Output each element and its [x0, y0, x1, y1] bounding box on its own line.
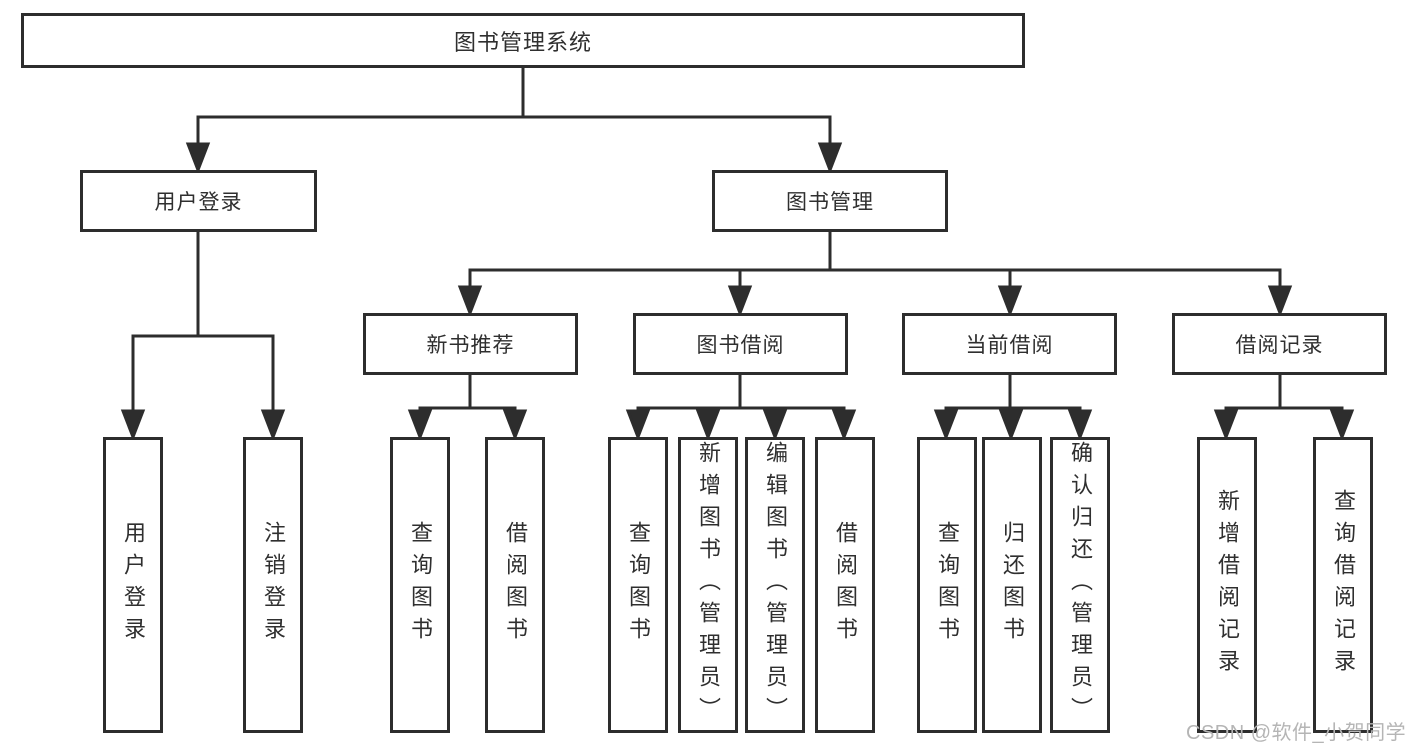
- leaf-query-borrow-record: 查询借阅记录: [1313, 437, 1373, 733]
- arrowhead-down-icon: [762, 409, 788, 442]
- node-label: 借阅记录: [1235, 334, 1324, 357]
- node-label: 用户登录: [154, 191, 243, 214]
- node-borrowing-records: 借阅记录: [1172, 313, 1387, 375]
- node-label: 归还图书: [1000, 521, 1025, 649]
- arrowhead-down-icon: [695, 409, 721, 442]
- node-label: 查询借阅记录: [1331, 489, 1356, 681]
- arrowhead-down-icon: [1329, 409, 1355, 442]
- node-label: 查询图书: [408, 521, 433, 649]
- arrowhead-down-icon: [120, 409, 146, 442]
- node-label: 当前借阅: [965, 334, 1054, 357]
- arrowhead-down-icon: [407, 409, 433, 442]
- arrowhead-down-icon: [1213, 409, 1239, 442]
- node-library-management-system: 图书管理系统: [21, 13, 1025, 68]
- connector-borrow-records-to-leaves: [1213, 375, 1355, 442]
- connector-new-book-to-leaves: [407, 375, 528, 442]
- connector-book-borrow-to-leaves: [625, 375, 857, 442]
- arrowhead-down-icon: [998, 409, 1024, 442]
- arrowhead-down-icon: [997, 285, 1023, 318]
- leaf-return-book: 归还图书: [982, 437, 1042, 733]
- node-label: 注销登录: [261, 521, 286, 649]
- leaf-borrow-books: 借阅图书: [815, 437, 875, 733]
- connector-user-login-to-leaves: [120, 232, 286, 442]
- node-book-borrowing: 图书借阅: [633, 313, 848, 375]
- node-label: 新增图书（管理员）: [696, 441, 721, 729]
- leaf-edit-book-admin: 编辑图书（管理员）: [745, 437, 805, 733]
- leaf-add-borrow-record: 新增借阅记录: [1197, 437, 1257, 733]
- arrowhead-down-icon: [817, 142, 843, 175]
- node-label: 图书管理系统: [453, 29, 592, 55]
- connector-book-management-to-level3: [457, 232, 1293, 318]
- leaf-query-books-current: 查询图书: [917, 437, 977, 733]
- node-label: 用户登录: [121, 521, 146, 649]
- node-user-login: 用户登录: [80, 170, 317, 232]
- arrowhead-down-icon: [831, 409, 857, 442]
- arrowhead-down-icon: [1067, 409, 1093, 442]
- node-label: 图书借阅: [696, 334, 785, 357]
- connector-current-borrow-to-leaves: [933, 375, 1093, 442]
- leaf-logout: 注销登录: [243, 437, 303, 733]
- node-label: 编辑图书（管理员）: [763, 441, 788, 729]
- leaf-confirm-return-admin: 确认归还（管理员）: [1050, 437, 1110, 733]
- arrowhead-down-icon: [1267, 285, 1293, 318]
- arrowhead-down-icon: [625, 409, 651, 442]
- csdn-watermark: CSDN @软件_小贺同学: [1186, 722, 1405, 744]
- leaf-query-books-borrow: 查询图书: [608, 437, 668, 733]
- node-current-borrowing: 当前借阅: [902, 313, 1117, 375]
- leaf-user-login: 用户登录: [103, 437, 163, 733]
- arrowhead-down-icon: [727, 285, 753, 318]
- connector-root-to-level2: [185, 68, 843, 175]
- node-label: 确认归还（管理员）: [1068, 441, 1093, 729]
- arrowhead-down-icon: [502, 409, 528, 442]
- leaf-query-books-recommend: 查询图书: [390, 437, 450, 733]
- node-label: 新增借阅记录: [1215, 489, 1240, 681]
- node-label: 新书推荐: [426, 334, 515, 357]
- node-label: 查询图书: [935, 521, 960, 649]
- arrowhead-down-icon: [933, 409, 959, 442]
- node-new-book-recommendation: 新书推荐: [363, 313, 578, 375]
- node-label: 借阅图书: [503, 521, 528, 649]
- node-book-management: 图书管理: [712, 170, 948, 232]
- node-label: 借阅图书: [833, 521, 858, 649]
- arrowhead-down-icon: [457, 285, 483, 318]
- arrowhead-down-icon: [185, 142, 211, 175]
- node-label: 图书管理: [786, 191, 874, 214]
- arrowhead-down-icon: [260, 409, 286, 442]
- leaf-add-book-admin: 新增图书（管理员）: [678, 437, 738, 733]
- leaf-borrow-books-recommend: 借阅图书: [485, 437, 545, 733]
- node-label: 查询图书: [626, 521, 651, 649]
